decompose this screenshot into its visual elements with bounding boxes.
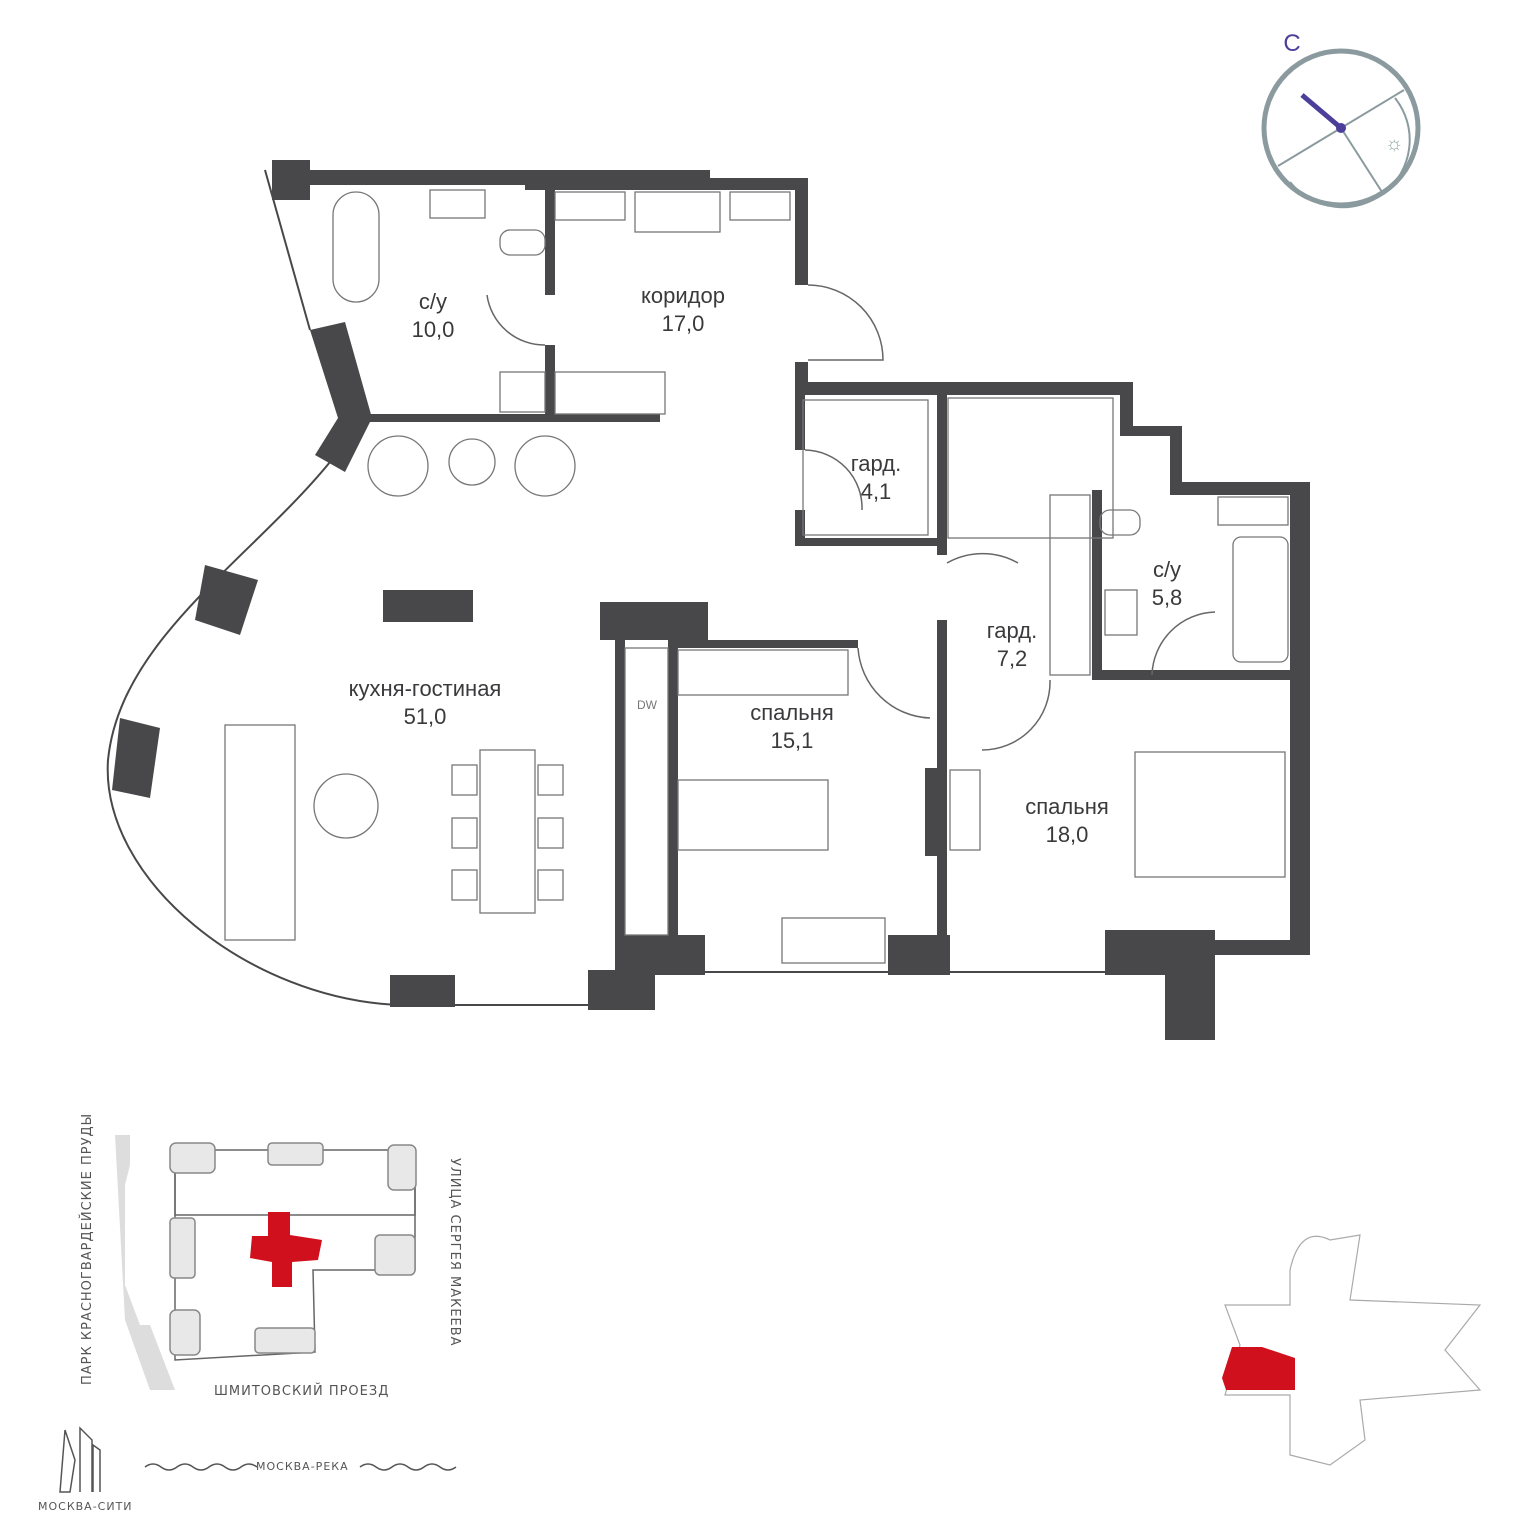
room-name: спальня: [750, 700, 834, 725]
room-name: с/у: [1152, 557, 1182, 582]
dining-table: [479, 749, 536, 914]
toilet: [499, 229, 546, 256]
armchair: [367, 435, 429, 497]
coffee-table: [448, 438, 496, 486]
label-moscow-city: МОСКВА-СИТИ: [38, 1500, 133, 1513]
park-shape: [115, 1135, 175, 1390]
room-name: коридор: [641, 283, 725, 308]
outer-glazing: [106, 169, 1105, 1006]
room-area: 7,2: [996, 646, 1028, 671]
bathtub: [332, 191, 380, 303]
room-corridor: коридор 17,0: [641, 282, 725, 338]
room-name: спальня: [1025, 794, 1109, 819]
room-name: с/у: [418, 289, 448, 314]
room-bedroom-1: спальня 15,1: [750, 699, 834, 755]
building-highlight: [250, 1212, 322, 1287]
label-street-bottom: ШМИТОВСКИЙ ПРОЕЗД: [214, 1384, 390, 1399]
room-area: 5,8: [1151, 585, 1183, 610]
room-area: 10,0: [411, 317, 455, 342]
kitchen-counter: [624, 647, 669, 936]
room-wardrobe-1: гард. 4,1: [851, 450, 901, 506]
compass-north-label: С: [1283, 30, 1301, 57]
bed: [677, 779, 829, 851]
label-river: МОСКВА-РЕКА: [256, 1460, 349, 1473]
bed: [1134, 751, 1286, 878]
armchair: [514, 435, 576, 497]
room-name: гард.: [850, 451, 902, 476]
room-area: 18,0: [1045, 822, 1089, 847]
river-line: [144, 1463, 457, 1471]
room-kitchen-living: кухня-гостиная 51,0: [349, 675, 502, 731]
room-area: 15,1: [770, 728, 814, 753]
room-area: 17,0: [661, 311, 705, 336]
appliance-dw-label: DW: [637, 698, 657, 712]
walls: [112, 160, 1310, 1040]
apartment-highlight: [1222, 1347, 1295, 1390]
washer: [499, 371, 546, 413]
room-wardrobe-2: гард. 7,2: [987, 617, 1037, 673]
wardrobe: [677, 649, 849, 696]
sofa: [224, 724, 296, 941]
room-bedroom-2: спальня 18,0: [1025, 793, 1109, 849]
sun-icon: ☼: [1385, 133, 1404, 155]
room-area: 4,1: [860, 479, 892, 504]
room-bathroom-1: с/у 10,0: [412, 288, 455, 344]
room-name: гард.: [986, 618, 1038, 643]
label-street-right: УЛИЦА СЕРГЕЯ МАКЕЕВА: [447, 1158, 462, 1347]
floor-key-plan: [1224, 1234, 1482, 1466]
furniture: [224, 189, 1289, 964]
room-bathroom-2: с/у 5,8: [1152, 556, 1183, 612]
room-name: кухня-гостиная: [348, 676, 502, 701]
desk: [781, 917, 886, 964]
moscow-city-icon: [59, 1426, 101, 1493]
room-area: 51,0: [403, 704, 447, 729]
label-park: ПАРК КРАСНОГВАРДЕЙСКИЕ ПРУДЫ: [80, 1112, 95, 1385]
doors: [486, 284, 1216, 751]
sink: [429, 189, 486, 219]
round-table: [313, 773, 379, 839]
